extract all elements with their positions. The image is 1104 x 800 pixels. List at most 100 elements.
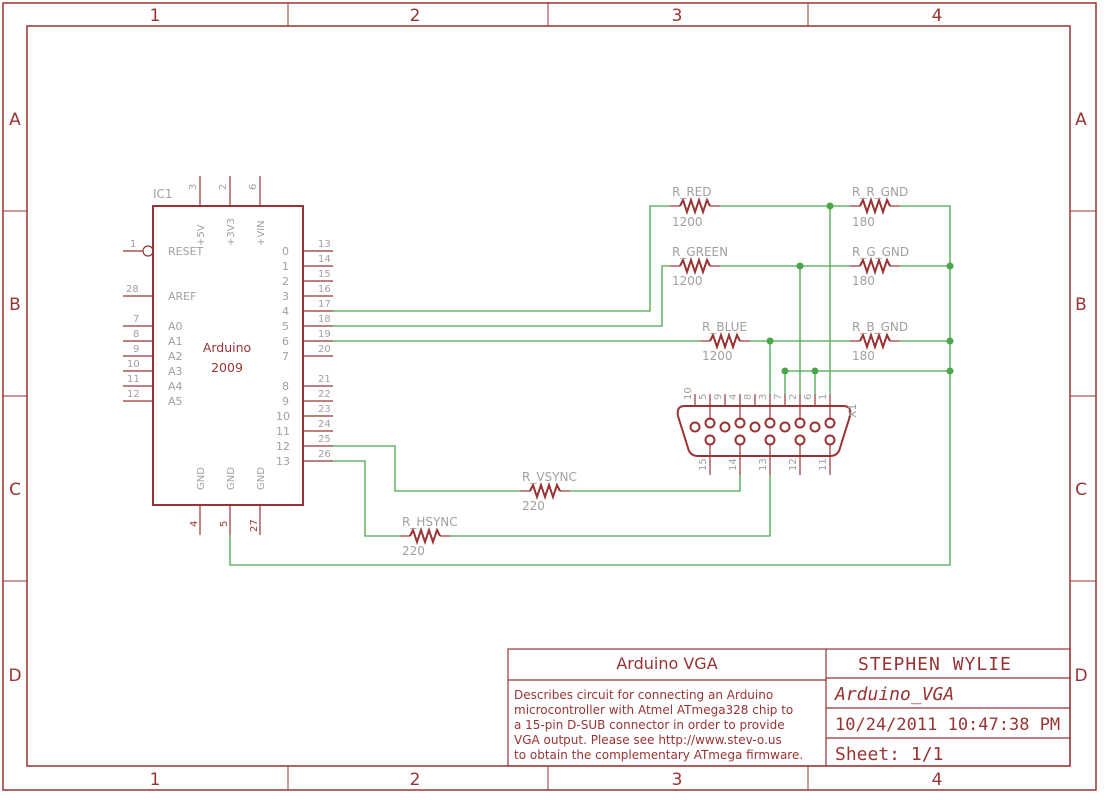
wire-red-in xyxy=(333,205,670,312)
pin-label: A0 xyxy=(168,320,183,333)
resistor-name: R_BLUE xyxy=(702,320,747,334)
column-label: 3 xyxy=(672,6,683,26)
pin-label: A3 xyxy=(168,365,183,378)
wire-hsync-in xyxy=(333,460,400,537)
pin-num: 15 xyxy=(318,269,331,280)
column-label: 1 xyxy=(150,770,161,790)
dsub-bottom-pins: 15 14 13 12 11 xyxy=(698,445,831,475)
pin-label: 0 xyxy=(282,245,289,258)
pin-label: GND xyxy=(196,467,207,490)
dsub-top-pins: 10 5 9 4 8 3 7 2 6 1 xyxy=(683,387,831,420)
pin-label: RESET xyxy=(168,245,204,258)
pin-num: 1 xyxy=(130,239,136,250)
pin-label: 6 xyxy=(282,335,289,348)
resistor-r-g-gnd[interactable]: R_G_GND 180 xyxy=(850,245,909,288)
pin-num: 17 xyxy=(318,299,331,310)
resistor-r-red[interactable]: R_RED 1200 xyxy=(670,185,720,229)
pin-label: 11 xyxy=(276,425,290,438)
pin-label: 7 xyxy=(282,350,289,363)
pin-num: 12 xyxy=(788,458,799,471)
wire-gnd-bus xyxy=(784,370,950,394)
resistor-r-blue[interactable]: R_BLUE 1200 xyxy=(700,320,750,363)
pin-num: 5 xyxy=(219,521,230,527)
pin-num: 21 xyxy=(318,374,331,385)
pin-num: 26 xyxy=(318,449,331,460)
pin-num: 6 xyxy=(248,184,259,190)
ic1-power-pins: 3 2 6 +5V +3V3 +VIN xyxy=(188,176,267,246)
resistor-r-r-gnd[interactable]: R_R_GND 180 xyxy=(850,185,908,229)
resistor-value: 1200 xyxy=(702,349,733,363)
resistor-r-b-gnd[interactable]: R_B_GND 180 xyxy=(850,320,908,363)
row-label: D xyxy=(1074,666,1087,686)
reset-inversion-bubble xyxy=(142,245,154,257)
resistor-name: R_G_GND xyxy=(852,245,909,259)
column-label: 2 xyxy=(410,6,421,26)
pin-num: 24 xyxy=(318,419,331,430)
pin-label: 10 xyxy=(276,410,290,423)
resistor-value: 1200 xyxy=(672,215,703,229)
pin-label: +VIN xyxy=(256,220,267,246)
wire-vsync-out xyxy=(570,475,741,492)
resistor-name: R_VSYNC xyxy=(522,470,577,484)
pin-num: 3 xyxy=(188,184,199,190)
ic1-arduino[interactable]: IC1 Arduino 2009 3 2 6 +5V +3V3 +VIN 1 R… xyxy=(123,176,333,535)
wire-hsync-out xyxy=(450,475,771,537)
title-block-filename: Arduino_VGA xyxy=(834,684,954,705)
pin-label: AREF xyxy=(168,290,196,303)
column-label: 2 xyxy=(410,770,421,790)
pin-label: A4 xyxy=(168,380,183,393)
pin-num: 4 xyxy=(189,521,200,527)
resistor-value: 180 xyxy=(852,274,875,288)
title-block-author: STEPHEN WYLIE xyxy=(858,654,1012,675)
pin-num: 5 xyxy=(698,394,709,400)
title-block-description-line: to obtain the complementary ATmega firmw… xyxy=(514,748,803,762)
pin-num: 11 xyxy=(127,374,140,385)
resistor-r-green[interactable]: R_GREEN 1200 xyxy=(670,245,728,288)
pin-num: 13 xyxy=(758,458,769,471)
title-block: Arduino VGA Describes circuit for connec… xyxy=(507,648,1071,767)
pin-label: +3V3 xyxy=(226,218,237,246)
row-label: D xyxy=(8,666,21,686)
pin-label: 9 xyxy=(282,395,289,408)
wire-green-in xyxy=(333,265,670,327)
pin-num: 7 xyxy=(133,314,139,325)
pin-num: 10 xyxy=(683,387,694,400)
column-labels-top: 1 2 3 4 xyxy=(150,6,943,26)
pin-num: 13 xyxy=(318,239,331,250)
resistor-r-vsync[interactable]: R_VSYNC 220 xyxy=(520,470,577,513)
resistor-r-hsync[interactable]: R_HSYNC 220 xyxy=(400,515,458,558)
pin-num: 4 xyxy=(728,394,739,400)
pin-num: 2 xyxy=(788,394,799,400)
pin-num: 28 xyxy=(126,284,139,295)
pin-num: 7 xyxy=(773,394,784,400)
resistor-name: R_HSYNC xyxy=(402,515,458,529)
row-label: C xyxy=(1075,480,1087,500)
dsub-connector-x1[interactable]: X1 10 5 9 4 8 3 7 2 6 1 xyxy=(676,387,859,475)
row-labels-right: A B C D xyxy=(1074,110,1087,686)
pin-num: 16 xyxy=(318,284,331,295)
row-label: C xyxy=(9,480,21,500)
column-label: 4 xyxy=(932,770,943,790)
pin-label: +5V xyxy=(196,224,207,246)
pin-num: 20 xyxy=(318,344,331,355)
pin-num: 1 xyxy=(818,394,829,400)
pin-label: 2 xyxy=(282,275,289,288)
connector-name: X1 xyxy=(846,403,859,418)
pin-label: GND xyxy=(226,467,237,490)
pin-num: 14 xyxy=(728,458,739,471)
pin-num: 22 xyxy=(318,389,331,400)
resistor-value: 180 xyxy=(852,215,875,229)
column-label: 3 xyxy=(672,770,683,790)
resistor-value: 1200 xyxy=(672,274,703,288)
pin-num: 19 xyxy=(318,329,331,340)
dsub-holes xyxy=(689,417,836,446)
ic1-value-line2: 2009 xyxy=(211,360,243,375)
pin-num: 8 xyxy=(743,394,754,400)
pin-label: 3 xyxy=(282,290,289,303)
resistor-name: R_RED xyxy=(672,185,712,199)
title-block-description-line: a 15-pin D-SUB connector in order to pro… xyxy=(514,718,785,732)
row-label: B xyxy=(9,295,21,315)
title-block-description-line: microcontroller with Atmel ATmega328 chi… xyxy=(514,703,793,717)
